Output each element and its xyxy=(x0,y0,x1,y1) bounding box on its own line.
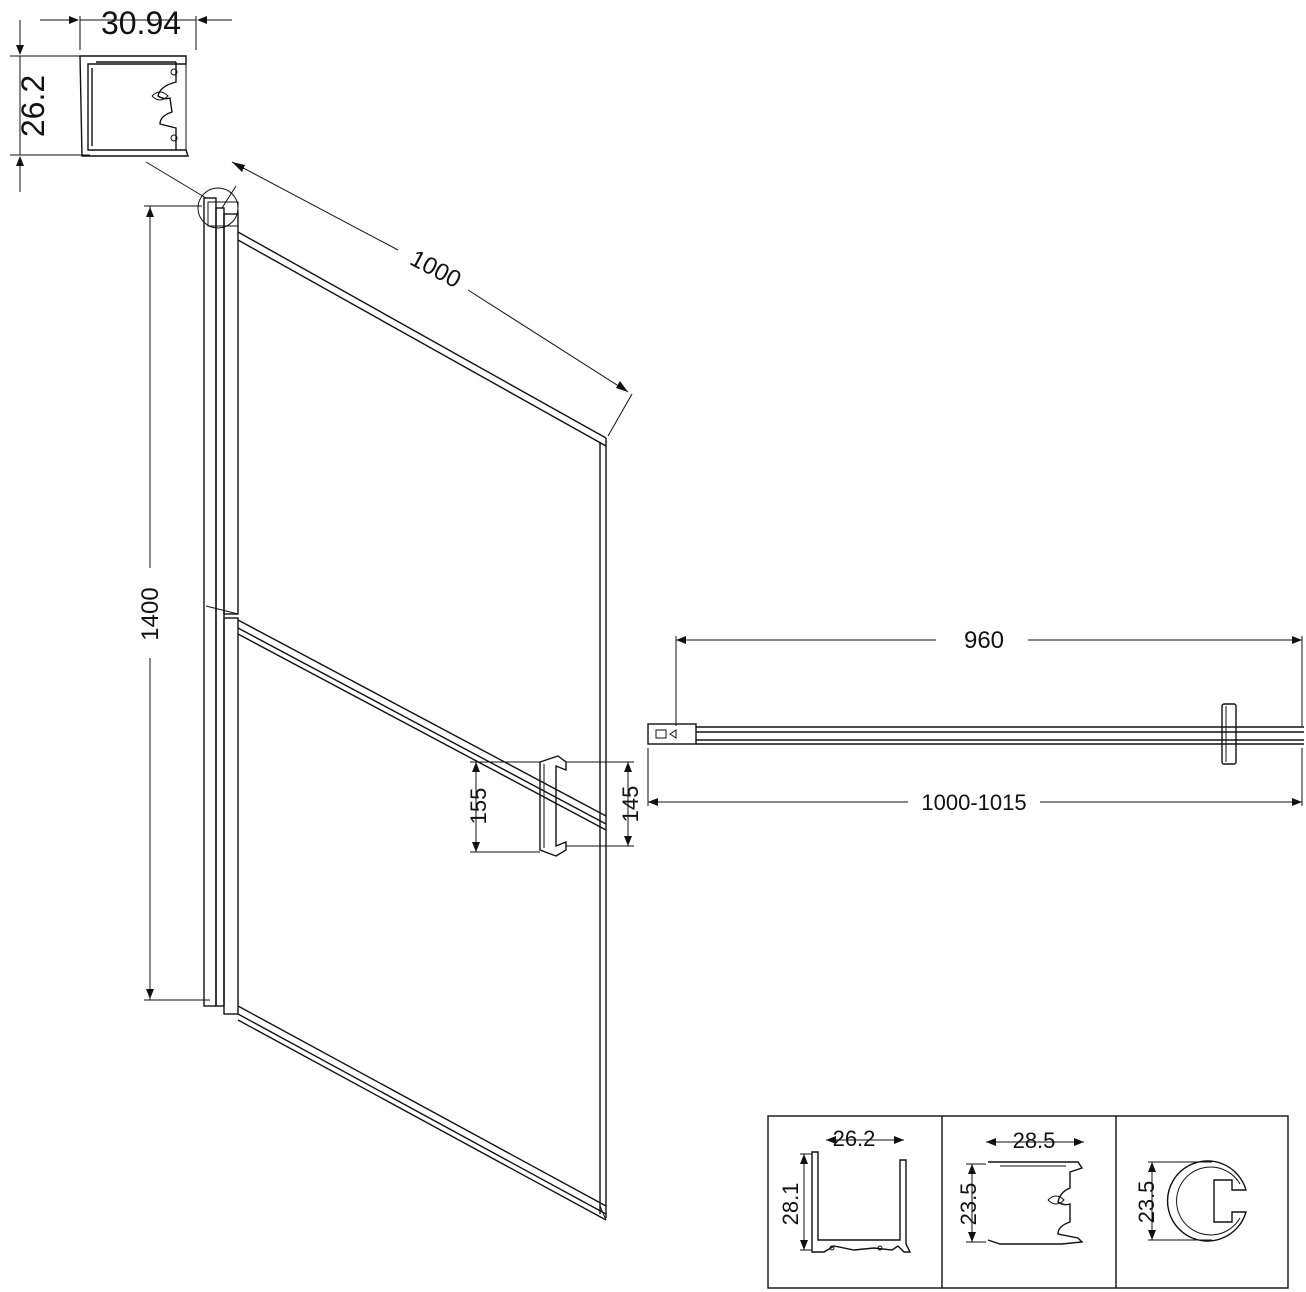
profile-round: 23.5 xyxy=(1134,1160,1247,1242)
detail-leader xyxy=(145,161,207,199)
profile-hinge-width: 28.5 xyxy=(1013,1128,1056,1153)
dim-handle-outer: 155 xyxy=(466,788,491,825)
top-profile-detail: 30.94 26.2 xyxy=(10,5,232,192)
dim-panel-height: 1400 xyxy=(137,205,210,1001)
dim-top-profile-width: 30.94 xyxy=(101,5,181,41)
dim-plan-inner-label: 960 xyxy=(964,627,1004,654)
dim-handle-inner: 145 xyxy=(618,786,643,823)
profile-round-diameter: 23.5 xyxy=(1134,1181,1159,1224)
bath-screen-panel xyxy=(203,197,607,1221)
profile-hinge: 28.5 23.5 xyxy=(956,1128,1084,1245)
profile-channel-height: 28.1 xyxy=(778,1183,803,1226)
plan-view xyxy=(647,703,1304,765)
dim-panel-height-label: 1400 xyxy=(137,587,164,640)
profile-hinge-height: 23.5 xyxy=(956,1183,981,1226)
dim-panel-width: 1000 xyxy=(221,161,633,437)
profile-table xyxy=(767,1115,1289,1289)
dim-top-profile-height: 26.2 xyxy=(15,75,51,137)
profile-channel: 26.2 28.1 xyxy=(778,1126,912,1253)
profile-channel-width: 26.2 xyxy=(833,1126,876,1151)
dim-plan-inner: 960 xyxy=(675,627,1303,726)
dim-plan-range: 1000-1015 xyxy=(647,748,1303,815)
dim-handle: 155 145 xyxy=(466,761,643,853)
dim-panel-width-label: 1000 xyxy=(406,245,466,294)
dim-plan-range-label: 1000-1015 xyxy=(921,790,1026,815)
